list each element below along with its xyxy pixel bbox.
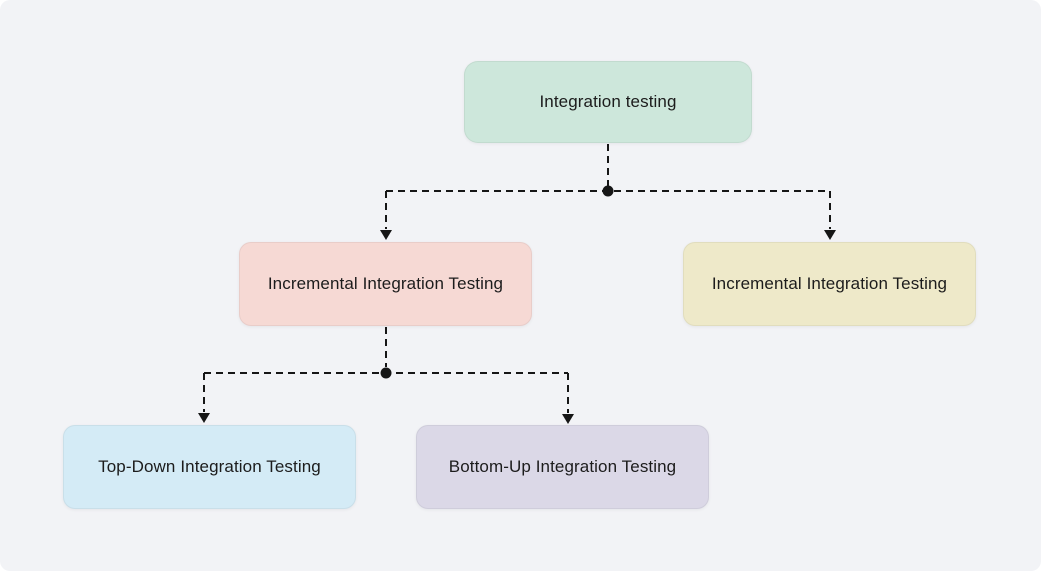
node-incremental-integration-testing-left: Incremental Integration Testing — [239, 242, 532, 326]
arrowhead-bottom-up — [562, 414, 574, 424]
junction-dot-level1 — [602, 185, 614, 197]
node-bottom-up-integration-testing: Bottom-Up Integration Testing — [416, 425, 709, 509]
node-top-down-integration-testing: Top-Down Integration Testing — [63, 425, 356, 509]
arrowhead-top-down — [198, 413, 210, 423]
arrowhead-incremental-right — [824, 230, 836, 240]
node-incremental-integration-testing-right: Incremental Integration Testing — [683, 242, 976, 326]
junction-dot-level2 — [380, 367, 392, 379]
arrowhead-incremental-left — [380, 230, 392, 240]
node-integration-testing: Integration testing — [464, 61, 752, 143]
